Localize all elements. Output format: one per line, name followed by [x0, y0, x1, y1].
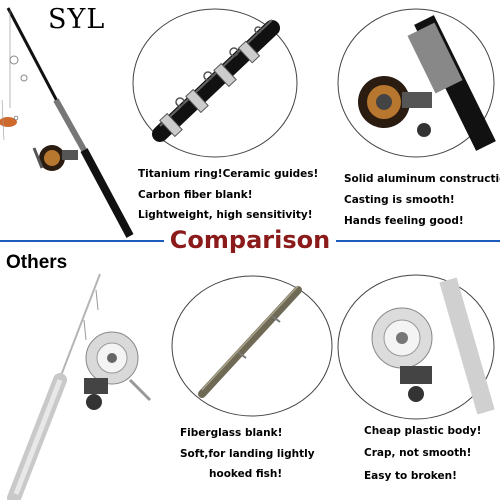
other-rod-image	[7, 273, 152, 500]
syl-rod-guides-closeup	[132, 8, 298, 158]
syl-rod-feature-1: Titanium ring!Ceramic guides!	[138, 168, 319, 180]
syl-reel-feature-3: Hands feeling good!	[344, 215, 464, 227]
other-reel-feature-3: Easy to broken!	[364, 470, 457, 482]
other-reel-feature-1: Cheap plastic body!	[364, 425, 482, 437]
comparison-heading: Comparison	[0, 226, 500, 254]
other-reel-closeup	[337, 274, 495, 420]
other-rod-feature-3: hooked fish!	[209, 468, 283, 480]
brand-title: SYL	[48, 4, 106, 35]
others-label: Others	[6, 252, 68, 273]
comparison-title: Comparison	[163, 226, 337, 254]
other-rod-feature-1: Fiberglass blank!	[180, 427, 283, 439]
syl-reel-closeup	[337, 8, 496, 158]
syl-reel-feature-1: Solid aluminum construction!	[344, 173, 500, 185]
syl-rod-image	[0, 7, 134, 238]
syl-rod-feature-2: Carbon fiber blank!	[138, 189, 253, 201]
other-rod-closeup	[171, 275, 333, 417]
syl-reel-feature-2: Casting is smooth!	[344, 194, 455, 206]
syl-rod-feature-3: Lightweight, high sensitivity!	[138, 209, 313, 221]
other-rod-feature-2: Soft,for landing lightly	[180, 448, 315, 460]
other-reel-feature-2: Crap, not smooth!	[364, 447, 472, 459]
